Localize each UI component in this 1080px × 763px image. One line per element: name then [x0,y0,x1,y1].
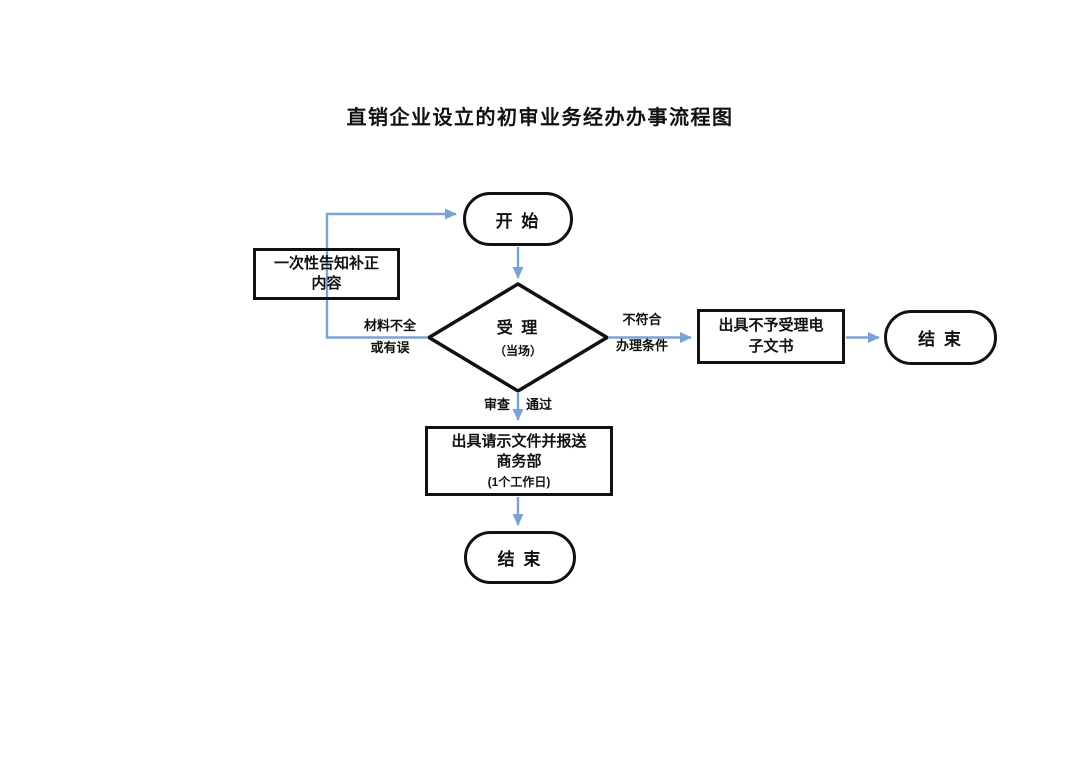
node-start-label: 开 始 [495,211,541,231]
node-reject-document: 出具不予受理电 子文书 [697,309,845,364]
accept-label: 受 理 [496,320,540,337]
edge-label-pass: 通过 [526,397,553,412]
node-notify-line1: 一次性告知补正 [273,254,379,272]
node-report-line1: 出具请示文件并报送 [451,433,587,451]
edge-label-not-qualified-2: 办理条件 [615,338,668,353]
node-report-ministry: 出具请示文件并报送 商务部 (1个工作日) [425,426,613,496]
node-reject-line1: 出具不予受理电 [718,317,824,335]
node-end-bottom-label: 结 束 [497,550,543,569]
accept-decision-diamond [425,281,611,394]
edge-label-materials-incomplete-2: 或有误 [370,340,410,355]
node-notify-correction: 一次性告知补正 内容 [253,248,400,300]
edge-label-not-qualified-1: 不符合 [622,312,662,327]
edge-accept-to-start-via-notify [325,208,457,339]
edge-label-review: 审查 [483,397,510,412]
node-report-duration: (1个工作日) [487,474,551,489]
node-reject-line2: 子文书 [748,337,794,355]
node-report-line2: 商务部 [496,453,542,471]
edge-label-materials-incomplete-1: 材料不全 [363,318,416,333]
node-notify-line2: 内容 [311,275,342,292]
page-title: 直销企业设立的初审业务经办办事流程图 [346,107,734,129]
node-accept-decision-label: 受 理 （当场） [448,314,588,359]
node-end-bottom: 结 束 [464,531,576,584]
node-start: 开 始 [463,192,573,246]
node-end-right-label: 结 束 [918,330,963,349]
node-end-right: 结 束 [884,310,997,365]
accept-sublabel: （当场） [493,344,542,358]
